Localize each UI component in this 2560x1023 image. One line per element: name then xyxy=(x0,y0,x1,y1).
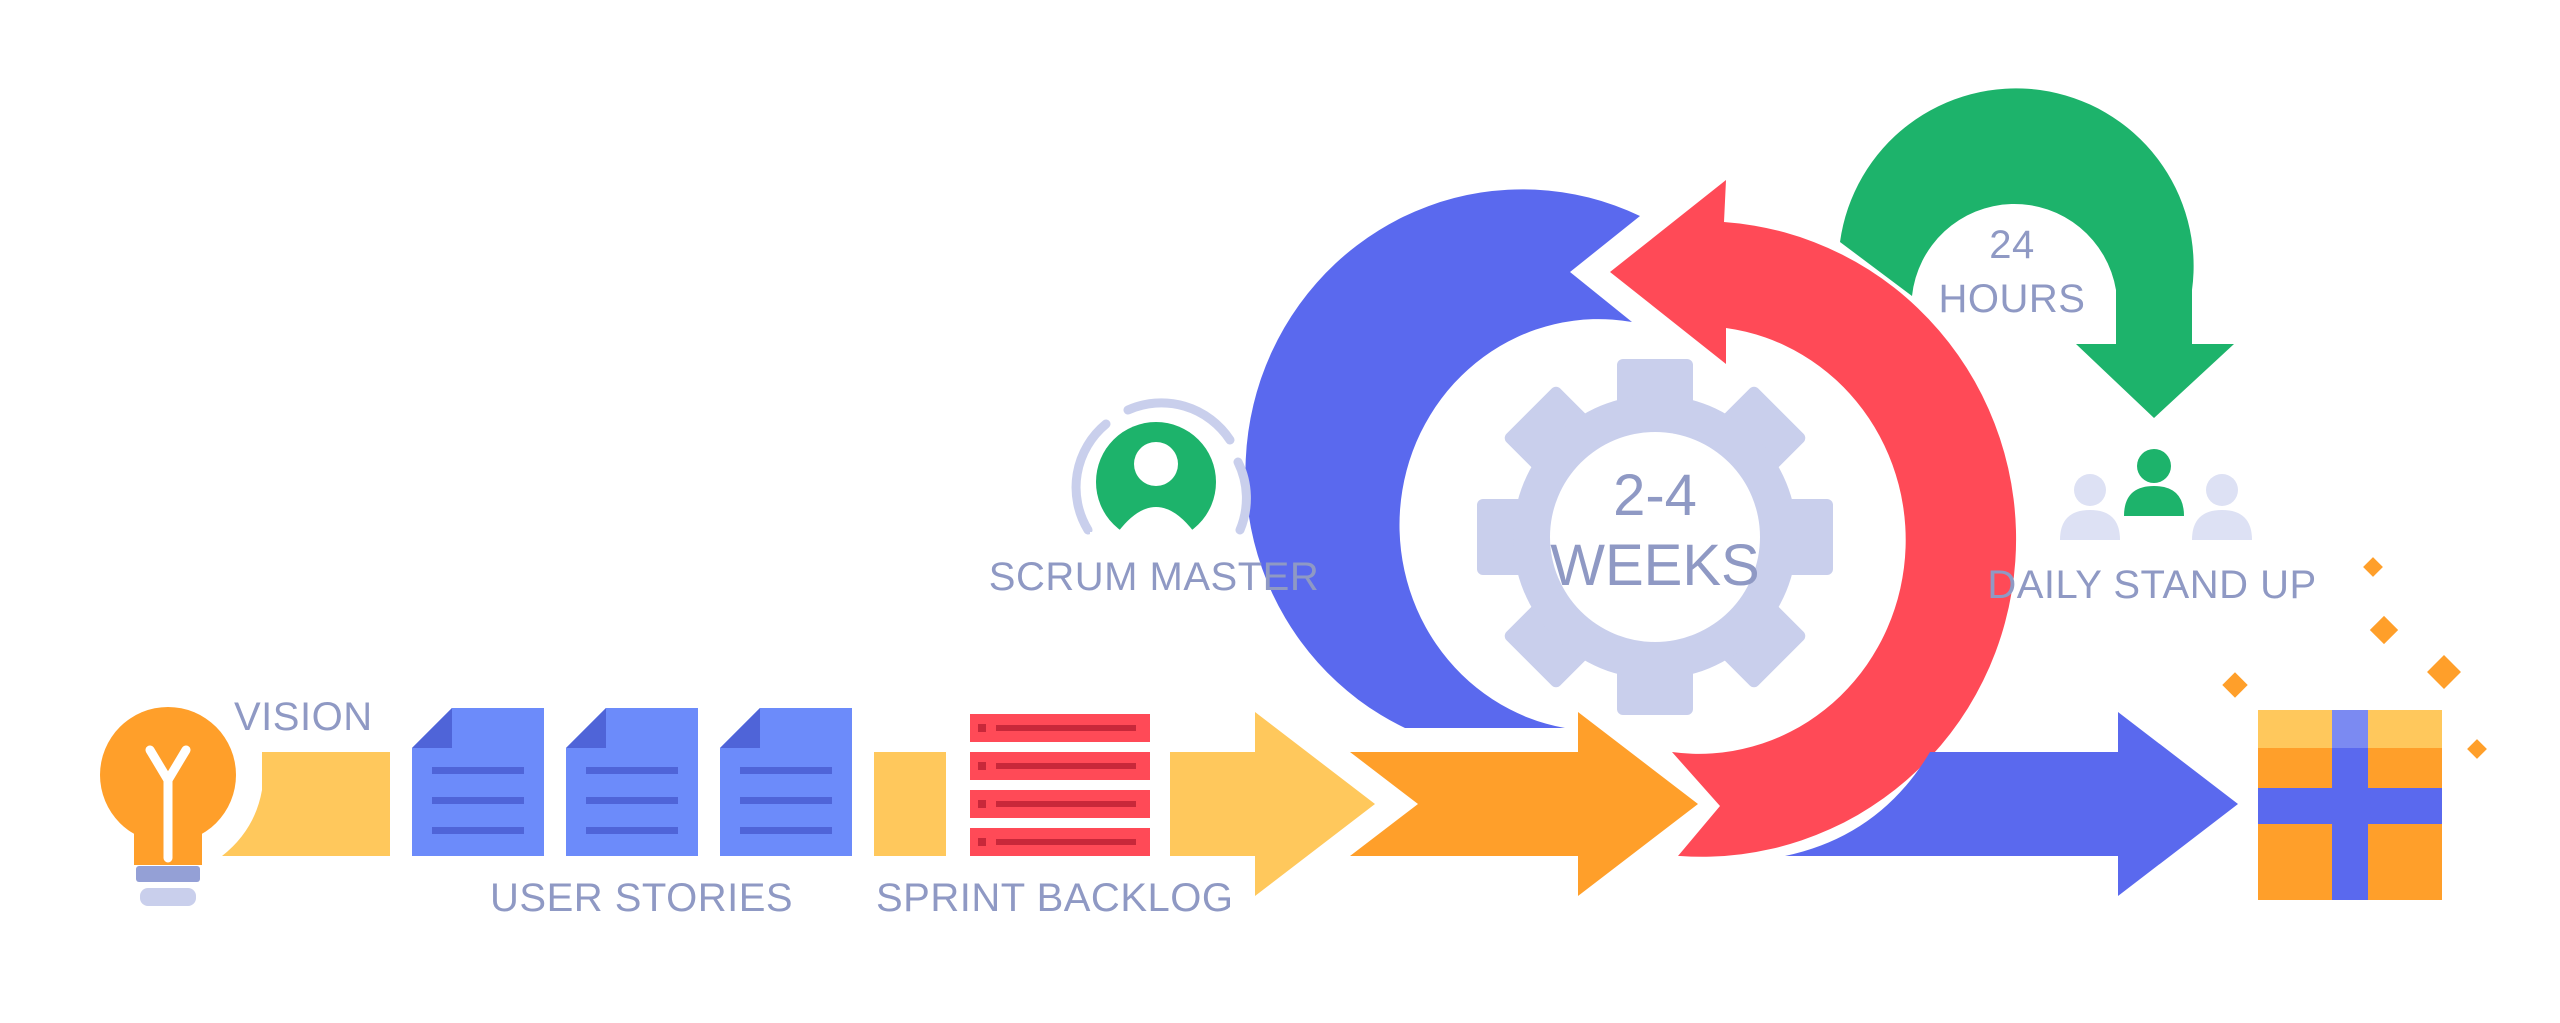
standup-interval-unit: HOURS xyxy=(1939,277,2086,321)
cycle-arrow-blue xyxy=(1245,189,1640,729)
sprint-length-value: 2-4 xyxy=(1613,463,1697,528)
person-icon xyxy=(1071,398,1251,554)
standup-cycle-arrow xyxy=(1840,88,2234,418)
lightbulb-icon xyxy=(100,707,236,906)
gear-icon xyxy=(1477,359,1833,715)
sprint-backlog-label: SPRINT BACKLOG xyxy=(876,876,1233,920)
sprint-arrow xyxy=(1350,712,1698,896)
user-stories-label: USER STORIES xyxy=(490,876,793,920)
gift-box-icon xyxy=(2258,710,2442,900)
document-icon xyxy=(412,708,544,856)
backlog-arrow xyxy=(1170,712,1375,896)
scrum-master-label: SCRUM MASTER xyxy=(989,555,1319,599)
cycle-arrow-red xyxy=(1610,180,2017,857)
vision-bar xyxy=(222,752,390,856)
document-icon xyxy=(720,708,852,856)
user-stories-documents xyxy=(412,708,852,856)
sprint-length-unit: WEEKS xyxy=(1550,533,1760,598)
document-icon xyxy=(566,708,698,856)
daily-stand-up-label: DAILY STAND UP xyxy=(1987,563,2316,607)
vision-label: VISION xyxy=(234,695,373,739)
backlog-list-icon xyxy=(970,714,1150,856)
backlog-connector-bar xyxy=(874,752,946,856)
delivery-arrow xyxy=(1785,712,2238,896)
team-icon xyxy=(2060,449,2252,540)
standup-interval-value: 24 xyxy=(1989,223,2035,267)
